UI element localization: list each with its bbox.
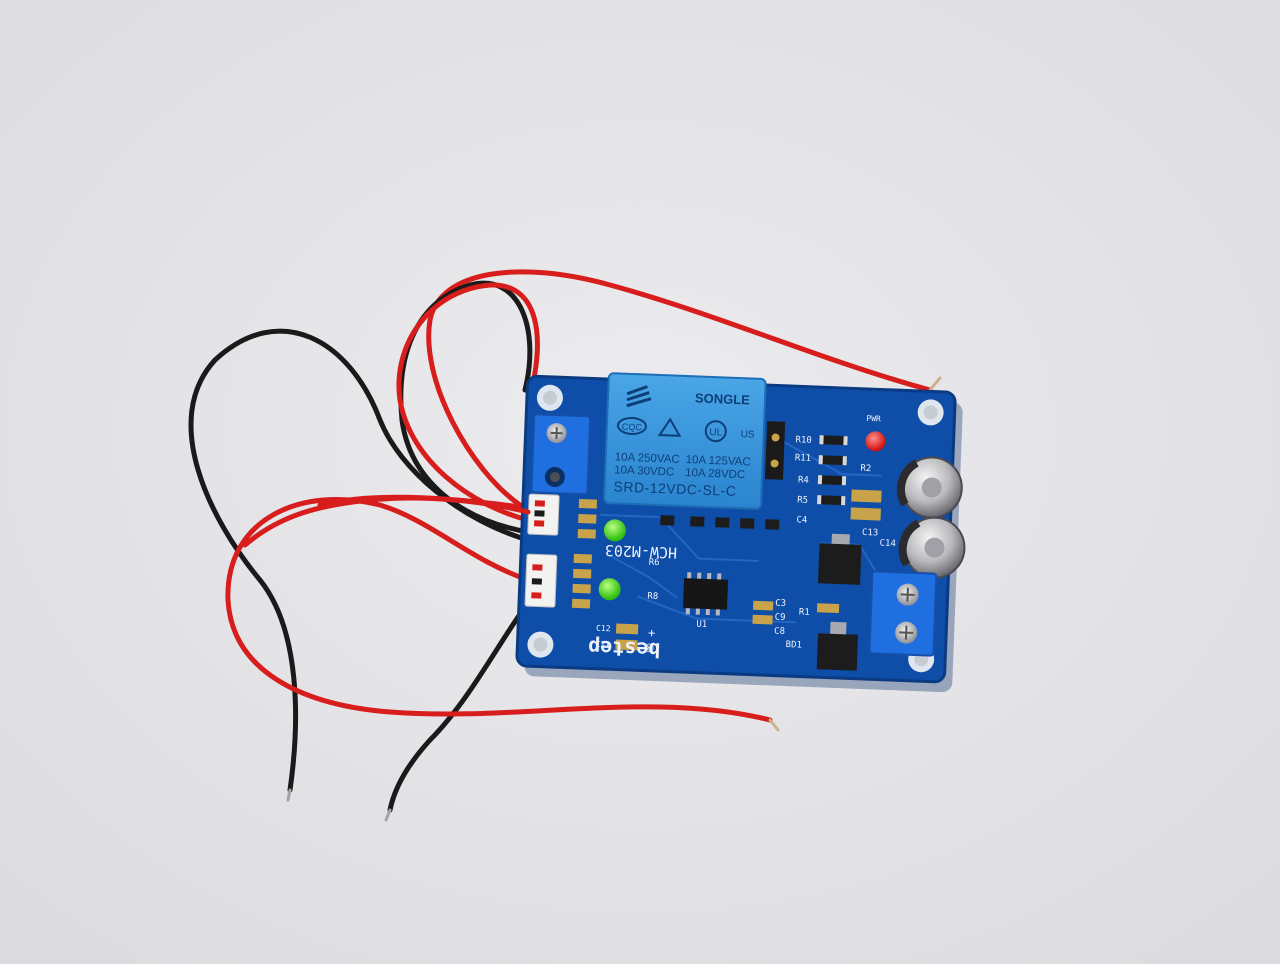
label-r11: R11: [795, 453, 812, 464]
jst-connectors: [524, 493, 560, 608]
red-wire-upper: [396, 282, 540, 523]
wire-end-bottom-right: [768, 718, 780, 732]
transistor-row: [660, 515, 780, 530]
svg-text:CQC: CQC: [622, 422, 643, 433]
relay-rating-right-1: 10A 125VAC: [685, 454, 750, 468]
wire-end-right: [928, 376, 942, 392]
label-r8: R8: [647, 592, 658, 602]
board-brand: bestep: [588, 635, 661, 662]
green-led-1: [603, 519, 626, 542]
electrolytic-capacitors: [897, 456, 966, 579]
relay-model: SRD-12VDC-SL-C: [613, 478, 736, 499]
relay-rating-left-2: 10A 30VDC: [614, 464, 675, 478]
label-c14: C14: [879, 539, 896, 550]
board-brand-mark: ®: [644, 639, 654, 655]
smd-resistors: [817, 435, 882, 521]
label-r5: R5: [797, 495, 808, 505]
label-c13: C13: [862, 528, 879, 539]
green-led-2: [598, 578, 621, 601]
silkscreen: HCW-M203 bestep ® PWR R10 R11 R4 R5 R2 C…: [588, 414, 896, 662]
terminal-block-input: [530, 413, 592, 496]
label-c8: C8: [774, 627, 785, 637]
red-wire-front: [242, 495, 531, 548]
opamp-u1: [682, 578, 729, 610]
red-wire-long: [426, 269, 933, 508]
label-c9: C9: [774, 613, 785, 623]
pcb-board: SONGLE CQC UL US 10A 250VAC 10A 30VDC 10…: [515, 372, 966, 693]
label-pwr: PWR: [866, 414, 881, 424]
label-r10: R10: [795, 435, 812, 446]
black-wire-lower: [387, 597, 533, 813]
relay: SONGLE CQC UL US 10A 250VAC 10A 30VDC 10…: [603, 372, 767, 510]
label-r2: R2: [860, 464, 871, 474]
regulator-chip: [818, 543, 862, 585]
relay-body: [603, 372, 767, 510]
power-led: [865, 431, 886, 452]
wire-end-bottom-mid: [384, 808, 392, 822]
bridge-rectifier-bd1: [816, 633, 859, 671]
svg-text:UL: UL: [709, 427, 723, 438]
header-pins: [764, 421, 786, 480]
ic-chips: [682, 533, 862, 671]
black-wire-loop: [188, 328, 531, 793]
relay-us-mark: US: [740, 429, 755, 441]
label-u1: U1: [696, 620, 707, 630]
label-c4: C4: [796, 515, 807, 525]
label-bd1: BD1: [785, 640, 802, 651]
label-c11: C11: [595, 640, 610, 650]
wires-back: [188, 269, 942, 822]
label-r6: R6: [648, 558, 659, 568]
label-c12: C12: [596, 624, 611, 634]
terminal-block-power: [868, 570, 938, 657]
label-c3: C3: [775, 599, 786, 609]
mounting-holes: [527, 384, 944, 673]
songle-logo-icon: [626, 385, 652, 408]
red-wire-loop: [225, 496, 773, 723]
label-plus: +: [648, 626, 656, 640]
ul-mark-icon: UL: [704, 420, 727, 443]
cqc-mark-icon: CQC: [616, 416, 647, 435]
relay-rating-right-2: 10A 28VDC: [685, 467, 746, 481]
warning-icon: [657, 417, 682, 437]
board-model: HCW-M203: [605, 541, 678, 562]
relay-rating-left-1: 10A 250VAC: [614, 451, 679, 465]
smd-capacitors: [571, 498, 840, 651]
wire-end-bottom-left: [286, 788, 292, 802]
label-r4: R4: [798, 475, 809, 485]
label-r1: R1: [799, 608, 810, 618]
relay-brand: SONGLE: [695, 390, 751, 407]
